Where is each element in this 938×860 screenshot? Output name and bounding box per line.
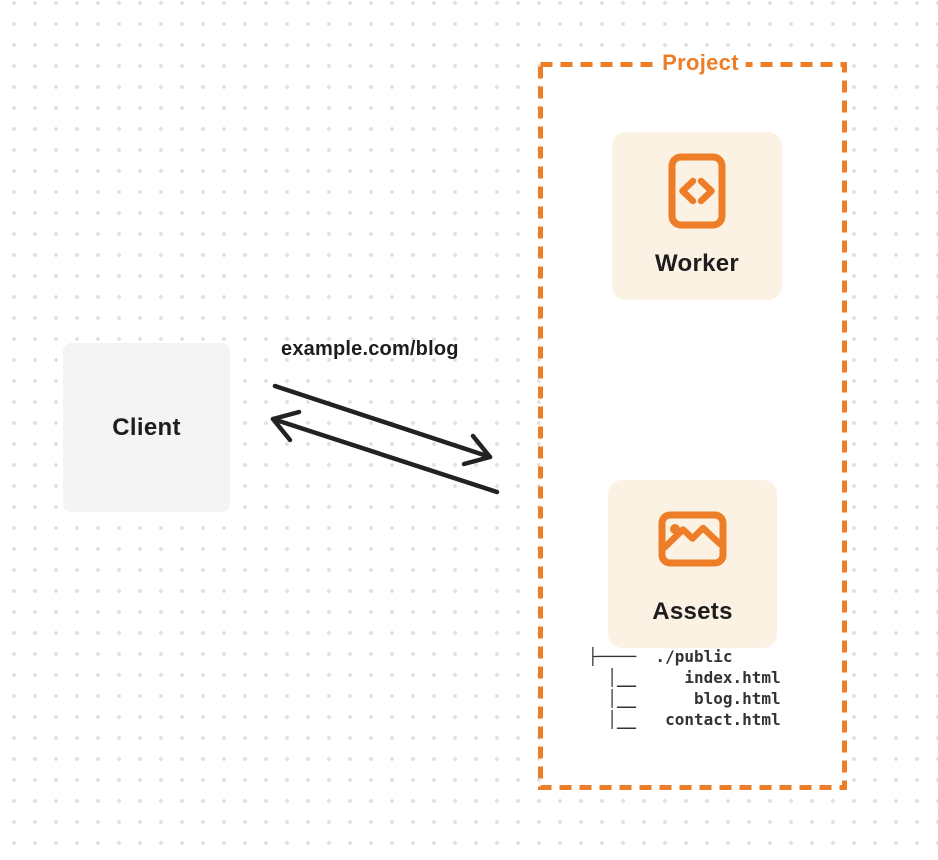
worker-label: Worker [654,250,740,277]
client-label: Client [112,413,181,441]
response-arrowhead-icon [270,409,302,443]
assets-node: Assets [608,480,777,648]
worker-icon-slot [668,153,726,229]
project-title: Project [655,50,746,76]
worker-node: Worker [612,132,782,300]
request-arrowhead-icon [461,433,493,467]
request-arrow-line [272,383,493,460]
client-node: Client [63,343,230,512]
project-container: Project Worker Assets [538,50,847,790]
response-arrow-line [270,416,500,495]
assets-file-tree: ├──── ./public │__ index.html │__ blog.h… [588,647,781,729]
code-document-icon [668,153,726,229]
assets-icon-slot [658,501,727,577]
assets-label: Assets [652,598,733,625]
request-url-label: example.com/blog [281,338,459,360]
image-icon [658,511,727,567]
